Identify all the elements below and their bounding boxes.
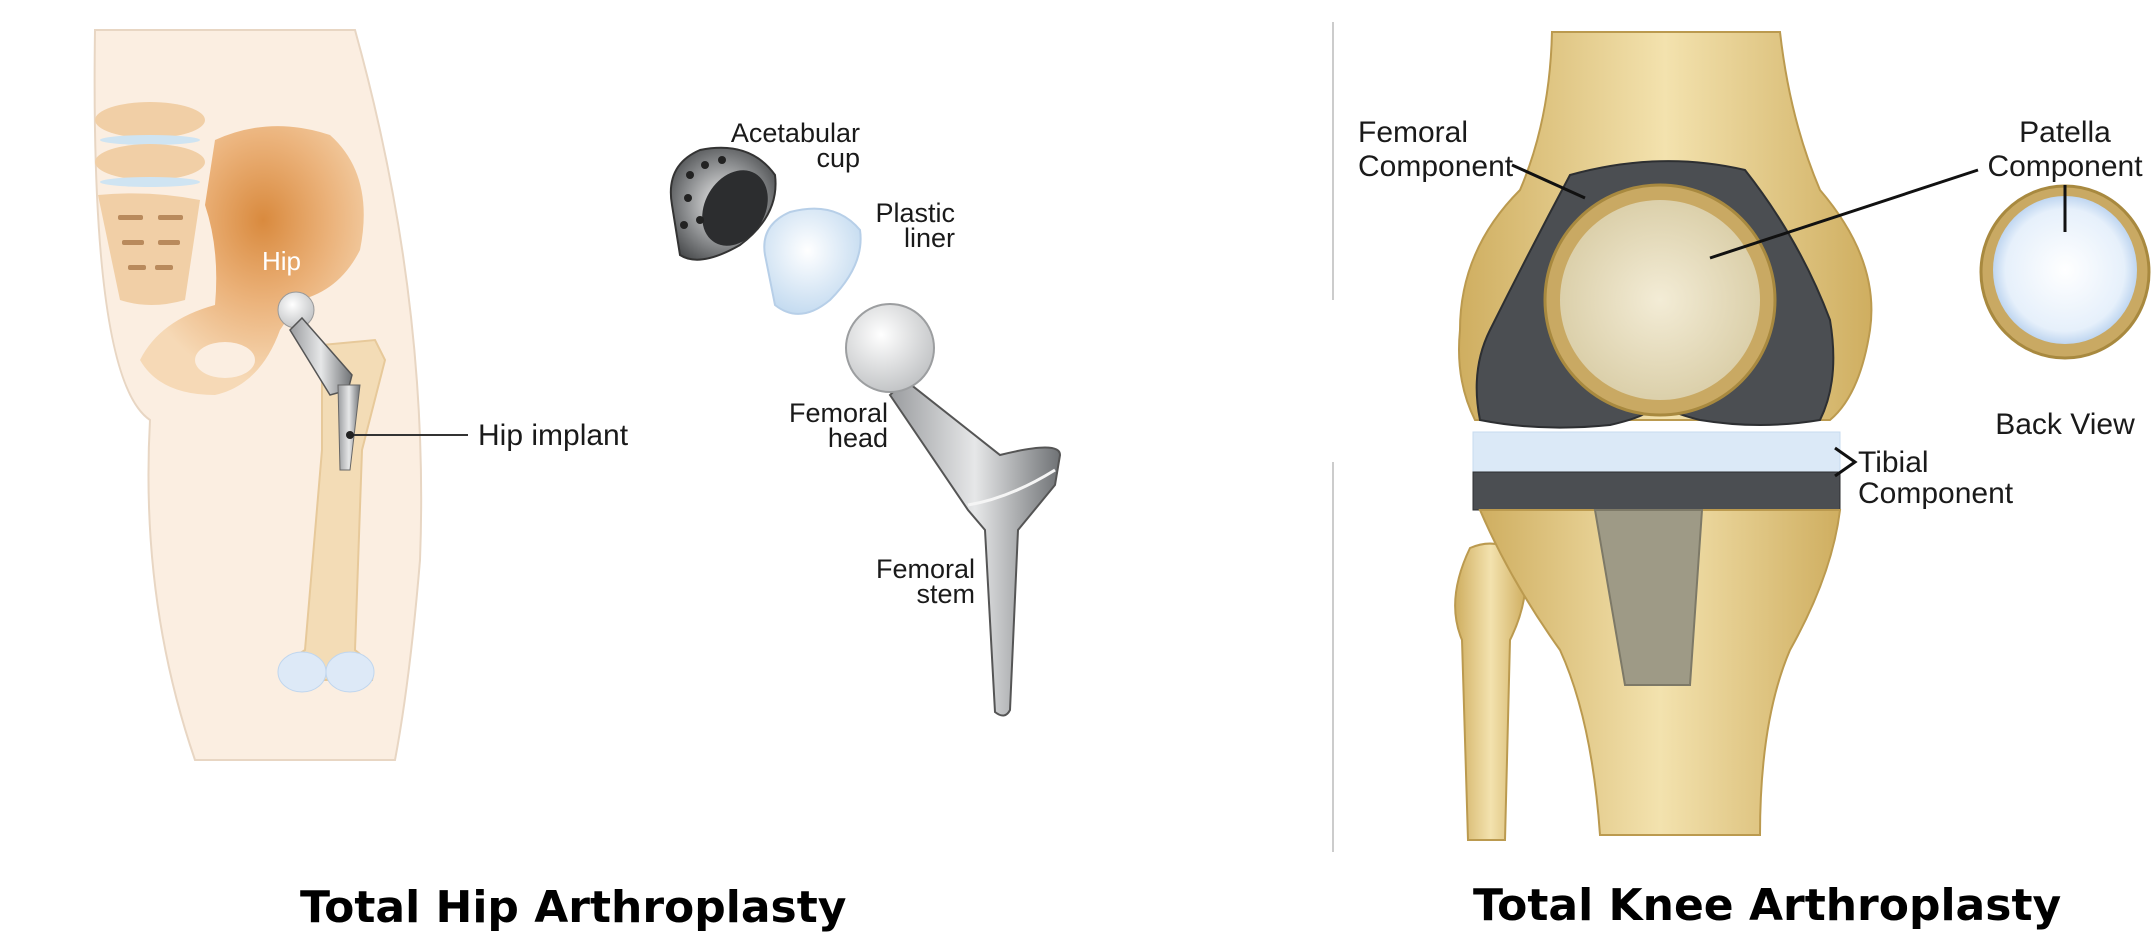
- hip-region-label: Hip: [262, 246, 301, 276]
- back-view-label: Back View: [1995, 408, 2135, 441]
- plastic-liner-illustration: [764, 209, 860, 314]
- femoral-head-illustration: [846, 304, 934, 392]
- femoral-stem-illustration: [890, 380, 1060, 716]
- hip-components-illustration: Acetabular cup Plastic liner Femoral hea…: [671, 118, 1060, 716]
- patella-component-label-line1: Patella: [2019, 116, 2111, 149]
- femoral-component-label-line1: Femoral: [1358, 116, 1468, 149]
- hip-body-illustration: Hip Hip implant: [95, 30, 629, 760]
- tibial-tray-shape: [1473, 472, 1840, 510]
- knee-caption: Total Knee Arthroplasty: [1473, 880, 2061, 931]
- tibial-component-label-line1: Tibial: [1858, 446, 1929, 479]
- fibula-bone: [1455, 544, 1526, 840]
- femoral-component-label-line2: Component: [1358, 150, 1514, 183]
- tibial-component-label-line2: Component: [1858, 477, 2014, 510]
- acetabular-cup-label-line2: cup: [816, 143, 860, 173]
- hip-caption: Total Hip Arthroplasty: [300, 882, 846, 933]
- knee-illustration: Femoral Component Patella Component Back…: [1358, 32, 2149, 840]
- tibial-liner-shape: [1473, 432, 1840, 472]
- hip-implant-label: Hip implant: [478, 419, 629, 452]
- femoral-stem-label-line2: stem: [916, 579, 975, 609]
- patella-component-label-line2: Component: [1987, 150, 2143, 183]
- femoral-head-label-line2: head: [828, 423, 888, 453]
- plastic-liner-label-line2: liner: [904, 223, 955, 253]
